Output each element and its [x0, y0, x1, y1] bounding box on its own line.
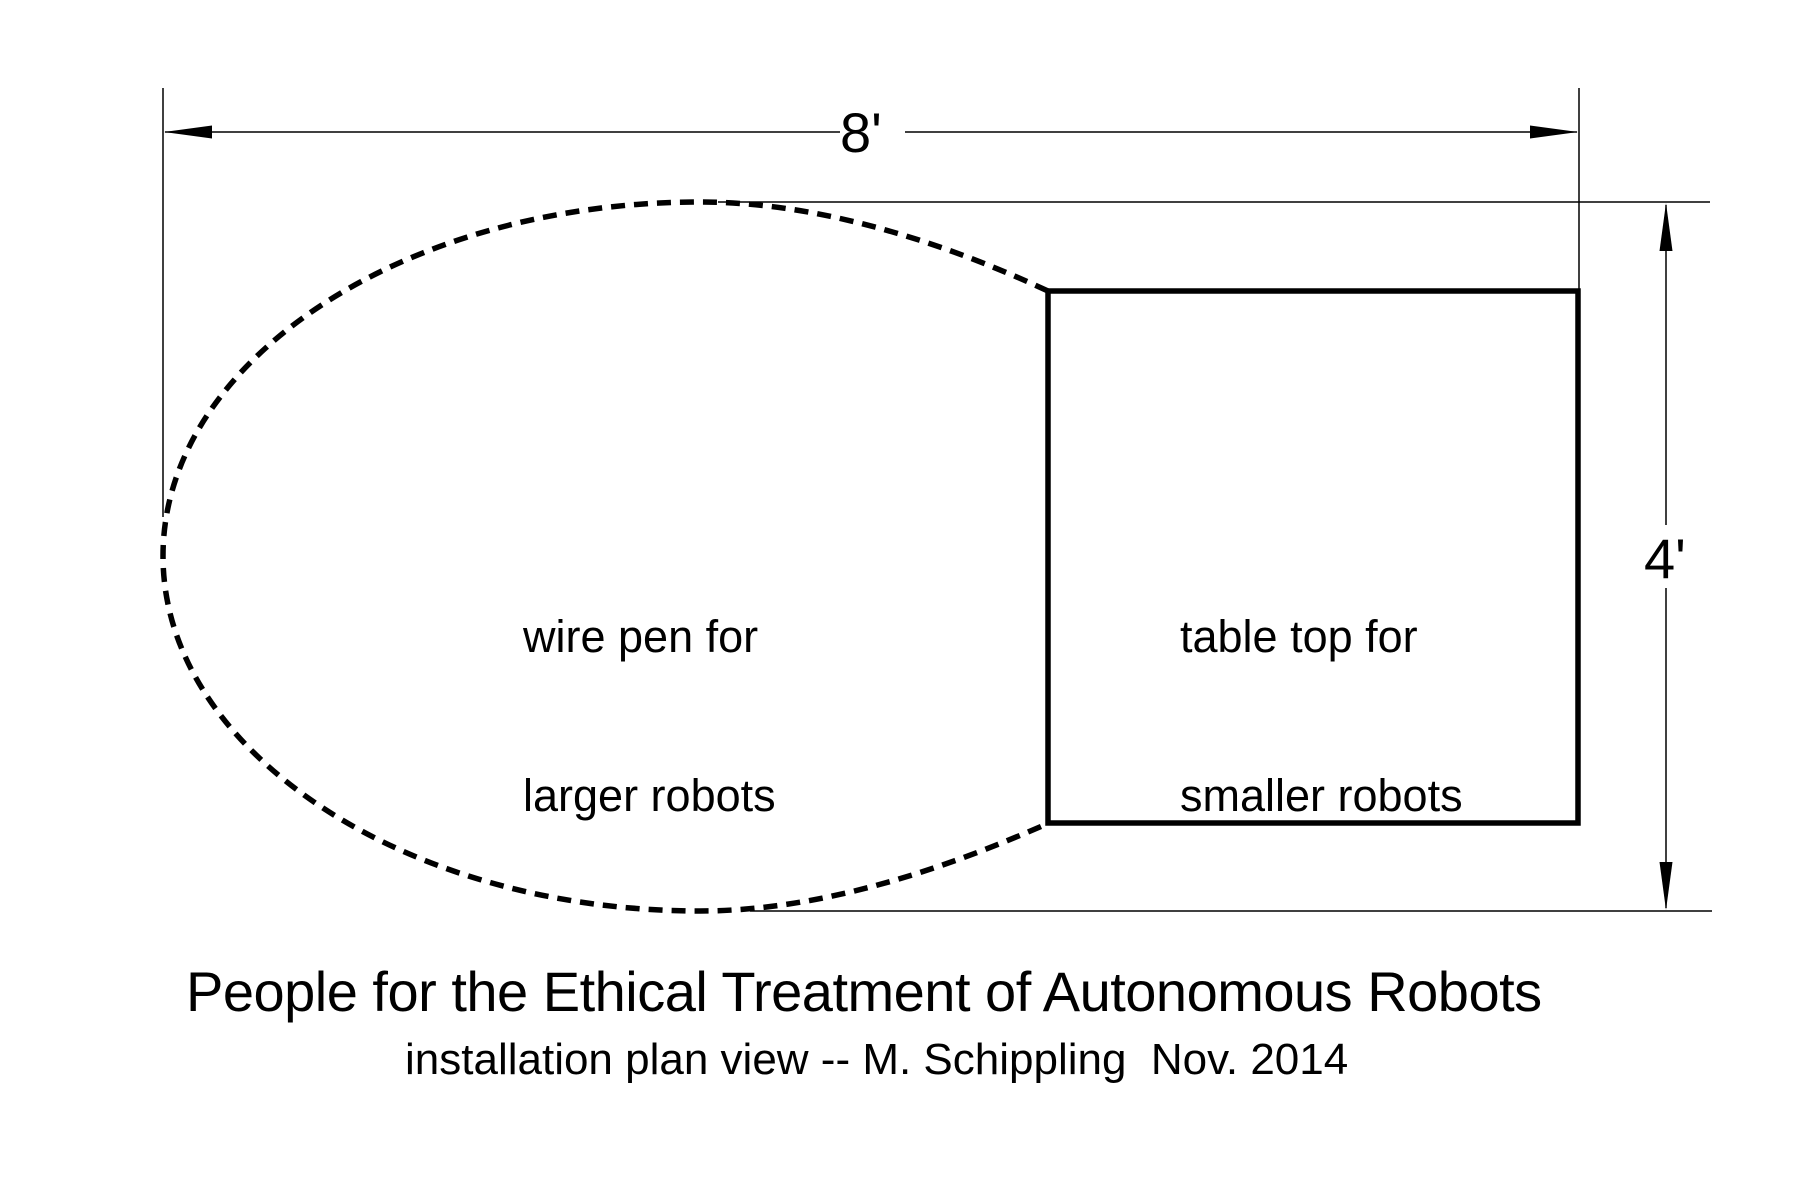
arrowhead-up — [1659, 203, 1673, 251]
arrowhead-left — [164, 125, 212, 139]
wire-pen-outline — [160, 199, 1051, 914]
dimension-label-4ft: 4' — [1644, 527, 1686, 590]
arrowhead-right — [1530, 125, 1578, 139]
table-top-label: table top for smaller robots — [1180, 504, 1463, 928]
table-top-outline — [1045, 288, 1581, 826]
wire-pen-label-line2: larger robots — [523, 770, 776, 821]
plan-subtitle: installation plan view -- M. Schippling … — [405, 1035, 1349, 1084]
dimension-label-8ft: 8' — [840, 101, 882, 164]
wire-pen-label: wire pen for larger robots — [523, 504, 776, 928]
plan-title: People for the Ethical Treatment of Auto… — [186, 960, 1542, 1023]
wire-pen-label-line1: wire pen for — [523, 611, 759, 662]
table-top-label-line2: smaller robots — [1180, 770, 1463, 821]
arrowhead-down — [1659, 862, 1673, 910]
table-top-label-line1: table top for — [1180, 611, 1418, 662]
